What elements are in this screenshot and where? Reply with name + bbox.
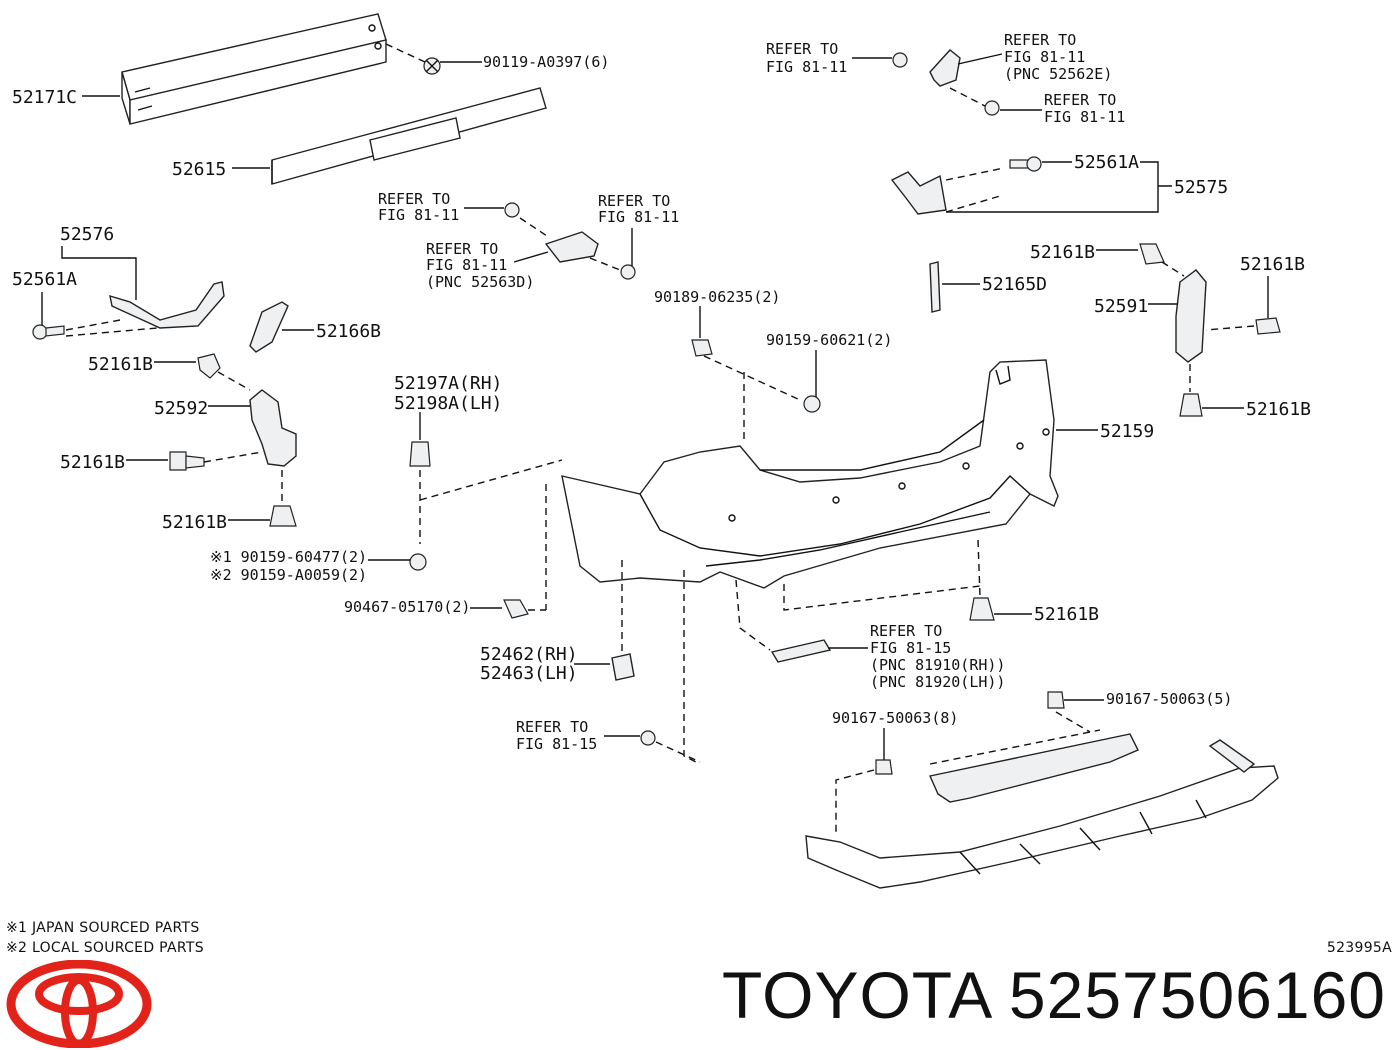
- refer-fig-label: FIG 81-15: [870, 639, 951, 657]
- clip-nut-icon: [875, 759, 893, 775]
- label-52561A-left: 52561A: [12, 269, 77, 290]
- retainer-part: [544, 231, 599, 263]
- retainer-clip-icon: [409, 441, 431, 467]
- clip-icon: [969, 597, 995, 621]
- refer-fig-label: FIG 81-11: [1004, 48, 1085, 66]
- label-90159-A0059: ※2 90159-A0059(2): [210, 566, 367, 584]
- clip-icon: [197, 353, 221, 379]
- reflector-part: [770, 639, 832, 663]
- label-52166B: 52166B: [316, 321, 381, 342]
- refer-fig-label: FIG 81-11: [766, 58, 847, 76]
- label-90467-05170: 90467-05170(2): [344, 598, 470, 616]
- bumper-cover-part: [561, 359, 1059, 589]
- footnote-japan: ※1 JAPAN SOURCED PARTS: [6, 920, 200, 936]
- energy-absorber-part: [271, 87, 547, 185]
- label-52161B: 52161B: [1030, 242, 1095, 263]
- label-52171C: 52171C: [12, 87, 77, 108]
- label-52161B: 52161B: [60, 452, 125, 473]
- tow-hook-cover-part: [611, 653, 635, 681]
- clip-icon: [169, 451, 205, 471]
- refer-label: REFER TO: [516, 718, 588, 736]
- brand-part-number: TOYOTA 5257506160: [721, 958, 1386, 1032]
- refer-label: REFER TO: [598, 192, 670, 210]
- side-retainer-part: [1175, 269, 1207, 363]
- label-90167-50063-8: 90167-50063(8): [832, 709, 958, 727]
- label-52615: 52615: [172, 159, 226, 180]
- refer-fig-label: FIG 81-11: [598, 208, 679, 226]
- label-52161B: 52161B: [162, 512, 227, 533]
- diffuser-bracket-part: [929, 733, 1139, 803]
- clip-nut-icon: [1047, 691, 1065, 709]
- refer-pnc-label: (PNC 52563D): [426, 273, 534, 291]
- refer-label: REFER TO: [1044, 91, 1116, 109]
- label-52161B: 52161B: [1034, 604, 1099, 625]
- refer-label: REFER TO: [378, 190, 450, 208]
- refer-label: REFER TO: [766, 40, 838, 58]
- label-52576: 52576: [60, 224, 114, 245]
- label-90159-60477: ※1 90159-60477(2): [210, 548, 367, 566]
- label-52592: 52592: [154, 398, 208, 419]
- refer-label: REFER TO: [870, 622, 942, 640]
- label-52463: 52463(LH): [480, 663, 578, 684]
- refer-fig-label: FIG 81-11: [378, 206, 459, 224]
- label-52462: 52462(RH): [480, 644, 578, 665]
- label-90119-A0397: 90119-A0397(6): [483, 53, 609, 71]
- bolt-icon: [803, 395, 821, 413]
- label-90189-06235: 90189-06235(2): [654, 288, 780, 306]
- refer-pnc-label: (PNC 81920(LH)): [870, 673, 1005, 691]
- lower-diffuser-part: [805, 739, 1279, 889]
- clip-icon: [504, 202, 520, 218]
- label-52561A-right: 52561A: [1074, 152, 1139, 173]
- clip-icon: [1139, 243, 1165, 265]
- nut-icon: [691, 339, 713, 357]
- screw-icon: [32, 324, 65, 340]
- label-52165D: 52165D: [982, 274, 1047, 295]
- bolt-icon: [620, 264, 636, 280]
- bolt-icon: [423, 57, 441, 75]
- label-52159: 52159: [1100, 421, 1154, 442]
- label-52198A: 52198A(LH): [394, 393, 502, 414]
- side-retainer-part: [249, 389, 297, 467]
- refer-label: REFER TO: [1004, 31, 1076, 49]
- label-52197A: 52197A(RH): [394, 373, 502, 394]
- clip-icon: [640, 730, 656, 746]
- spacer-bracket-part: [890, 171, 947, 215]
- clip-icon: [269, 505, 297, 527]
- diagram-code: 523995A: [1327, 940, 1392, 956]
- clip-icon: [892, 52, 908, 68]
- refer-fig-label: FIG 81-11: [1044, 108, 1125, 126]
- label-52161B: 52161B: [1246, 399, 1311, 420]
- label-90159-60621: 90159-60621(2): [766, 331, 892, 349]
- label-52591: 52591: [1094, 296, 1148, 317]
- screw-icon: [1009, 156, 1042, 172]
- bolt-icon: [409, 553, 427, 571]
- seal-part: [929, 261, 941, 313]
- refer-fig-label: FIG 81-15: [516, 735, 597, 753]
- refer-pnc-label: (PNC 81910(RH)): [870, 656, 1005, 674]
- clip-icon: [1179, 393, 1203, 417]
- reinforcement-bar-part: [121, 13, 387, 125]
- label-90167-50063-5: 90167-50063(5): [1106, 690, 1232, 708]
- side-bracket-part: [929, 49, 961, 87]
- refer-label: REFER TO: [426, 240, 498, 258]
- label-52575: 52575: [1174, 177, 1228, 198]
- bolt-icon: [984, 100, 1000, 116]
- label-52161B: 52161B: [88, 354, 153, 375]
- clip-icon: [503, 599, 529, 619]
- clip-icon: [1255, 317, 1281, 335]
- footnote-local: ※2 LOCAL SOURCED PARTS: [6, 940, 204, 956]
- toyota-logo-icon: [6, 960, 152, 1048]
- spacer-bracket-part: [109, 281, 225, 329]
- refer-pnc-label: (PNC 52562E): [1004, 65, 1112, 83]
- refer-fig-label: FIG 81-11: [426, 256, 507, 274]
- bumper-pad-part: [249, 301, 289, 353]
- label-52161B: 52161B: [1240, 254, 1305, 275]
